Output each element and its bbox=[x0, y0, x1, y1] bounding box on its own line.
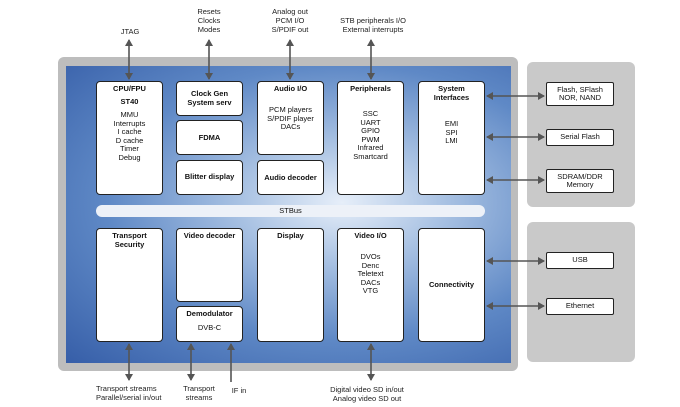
video-decoder-title: Video decoder bbox=[183, 231, 236, 240]
cpu-feature: MMU bbox=[120, 110, 139, 119]
audio-io-title: Audio I/O bbox=[273, 84, 308, 93]
signal-clocks: Clocks bbox=[197, 16, 221, 25]
peripherals-features: SSC UART GPIO PWM Infrared Smartcard bbox=[338, 109, 403, 161]
signal-line: Transport streams bbox=[96, 384, 157, 393]
flash-box: Flash, SFlash NOR, NAND bbox=[546, 82, 614, 106]
peripherals-block: Peripherals SSC UART GPIO PWM Infrared S… bbox=[337, 81, 404, 195]
audio-signals-label: Analog out PCM I/O S/PDIF out bbox=[260, 7, 320, 34]
io-panel bbox=[527, 222, 635, 362]
video-io-features: DVOs Denc Teletext DACs VTG bbox=[338, 252, 403, 296]
video-io-item: Denc bbox=[361, 260, 380, 270]
signal-line: Digital video SD in/out bbox=[330, 385, 404, 394]
fdma-block: FDMA bbox=[176, 120, 243, 155]
transport-title-line: Security bbox=[114, 239, 145, 249]
audio-decoder-title: Audio decoder bbox=[264, 173, 317, 182]
stb-signals-label: STB peripherals I/O External interrupts bbox=[328, 16, 418, 34]
connectivity-block: Connectivity bbox=[418, 228, 485, 342]
audio-io-block: Audio I/O PCM players S/PDIF player DACs bbox=[257, 81, 324, 155]
cpu-title: CPU/FPU bbox=[113, 84, 146, 93]
peripheral-item: PWM bbox=[361, 134, 380, 144]
signal-resets: Resets bbox=[197, 7, 221, 16]
stbus-bar: STBus bbox=[96, 205, 485, 217]
cpu-feature: D cache bbox=[115, 135, 144, 145]
clockgen-block: Clock Gen System serv bbox=[176, 81, 243, 116]
sdram-box: SDRAM/DDR Memory bbox=[546, 169, 614, 193]
signal-line: Analog video SD out bbox=[332, 394, 402, 403]
video-io-block: Video I/O DVOs Denc Teletext DACs VTG bbox=[337, 228, 404, 342]
peripheral-item: GPIO bbox=[361, 126, 380, 135]
cpu-subtitle: ST40 bbox=[120, 97, 139, 106]
serial-flash-box: Serial Flash bbox=[546, 129, 614, 146]
cpu-feature: Interrupts bbox=[113, 118, 146, 128]
peripheral-item: UART bbox=[360, 117, 381, 127]
transport-security-block: Transport Security bbox=[96, 228, 163, 342]
sysif-features: EMI SPI LMI bbox=[419, 119, 484, 146]
flash-line: Flash, SFlash bbox=[557, 84, 603, 94]
transport-title-line: Transport bbox=[112, 231, 147, 240]
signal-line: Parallel/serial in/out bbox=[96, 393, 162, 402]
signal-external-interrupts: External interrupts bbox=[342, 25, 404, 34]
sdram-line: SDRAM/DDR bbox=[557, 171, 603, 181]
signal-spdif-out: S/PDIF out bbox=[271, 25, 309, 34]
cpu-feature: Debug bbox=[118, 152, 141, 162]
display-title: Display bbox=[277, 231, 304, 240]
audio-decoder-block: Audio decoder bbox=[257, 160, 324, 195]
video-decoder-block: Video decoder bbox=[176, 228, 243, 302]
sysif-title-line: System bbox=[438, 84, 465, 93]
blitter-block: Blitter display bbox=[176, 160, 243, 195]
signal-modes: Modes bbox=[197, 25, 221, 34]
clock-signals-label: Resets Clocks Modes bbox=[184, 7, 234, 34]
video-io-item: VTG bbox=[362, 286, 379, 295]
signal-line: Transport bbox=[183, 384, 215, 393]
clockgen-title-line: Clock Gen bbox=[190, 89, 229, 98]
transport-streams-label: Transport streams Parallel/serial in/out bbox=[96, 384, 161, 402]
demodulator-standard: DVB-C bbox=[197, 323, 222, 332]
display-block: Display bbox=[257, 228, 324, 342]
peripheral-item: SSC bbox=[362, 109, 379, 118]
system-interfaces-block: System Interfaces EMI SPI LMI bbox=[418, 81, 485, 195]
fdma-title: FDMA bbox=[198, 133, 221, 142]
audio-io-feature: DACs bbox=[280, 122, 301, 131]
signal-pcm-io: PCM I/O bbox=[275, 16, 305, 25]
transport-title: Transport Security bbox=[97, 231, 162, 249]
cpu-features: MMU Interrupts I cache D cache Timer Deb… bbox=[97, 110, 162, 162]
jtag-label: JTAG bbox=[120, 27, 140, 36]
peripheral-item: Infrared bbox=[357, 143, 384, 152]
clockgen-title: Clock Gen System serv bbox=[177, 89, 242, 107]
audio-io-features: PCM players S/PDIF player DACs bbox=[258, 105, 323, 132]
blitter-title: Blitter display bbox=[184, 172, 235, 181]
usb-box: USB bbox=[546, 252, 614, 269]
cpu-block: CPU/FPU ST40 MMU Interrupts I cache D ca… bbox=[96, 81, 163, 195]
demodulator-title: Demodulator bbox=[186, 309, 233, 318]
video-io-item: Teletext bbox=[357, 269, 384, 278]
video-io-item: DVOs bbox=[360, 252, 381, 261]
video-io-title: Video I/O bbox=[354, 231, 387, 240]
video-signals-label: Digital video SD in/out Analog video SD … bbox=[312, 385, 422, 403]
signal-analog-out: Analog out bbox=[272, 7, 308, 16]
peripheral-item: Smartcard bbox=[353, 151, 388, 161]
signal-line: streams bbox=[185, 393, 213, 402]
sysif-item: SPI bbox=[445, 127, 458, 137]
sysif-title: System Interfaces bbox=[419, 84, 484, 102]
sysif-item: EMI bbox=[444, 119, 459, 128]
transport-streams2-label: Transport streams bbox=[176, 384, 222, 402]
video-io-item: DACs bbox=[360, 277, 381, 287]
cpu-feature: Timer bbox=[120, 144, 139, 153]
connectivity-title: Connectivity bbox=[428, 280, 474, 289]
audio-io-feature: PCM players bbox=[269, 105, 312, 114]
signal-stb-peripherals: STB peripherals I/O bbox=[340, 16, 406, 25]
audio-io-feature: S/PDIF player bbox=[267, 113, 314, 123]
cpu-feature: I cache bbox=[117, 127, 142, 136]
flash-line: NOR, NAND bbox=[558, 93, 602, 102]
sdram-line: Memory bbox=[566, 180, 594, 189]
clockgen-title-line: System serv bbox=[187, 97, 232, 107]
if-in-label: IF in bbox=[231, 386, 247, 395]
sysif-title-line: Interfaces bbox=[433, 92, 470, 102]
peripherals-title: Peripherals bbox=[350, 84, 391, 93]
demodulator-block: Demodulator DVB-C bbox=[176, 306, 243, 342]
ethernet-box: Ethernet bbox=[546, 298, 614, 315]
sysif-item: LMI bbox=[445, 136, 458, 145]
